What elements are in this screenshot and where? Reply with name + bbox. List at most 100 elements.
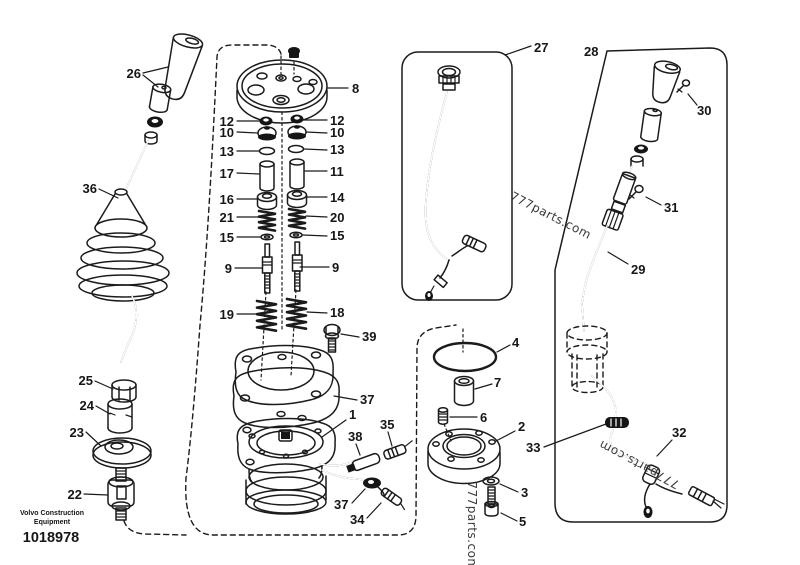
- adapter-sleeve: [107, 398, 133, 434]
- rubber-bellows: [76, 188, 170, 302]
- part-label-4: 4: [512, 335, 520, 350]
- part-label-3: 3: [521, 485, 528, 500]
- part-label-37-lower: 37: [334, 497, 348, 512]
- connector-trace: [123, 520, 187, 536]
- leader-lines-center-left: [234, 120, 263, 315]
- part-label-31: 31: [664, 200, 678, 215]
- lock-nut: [111, 379, 137, 403]
- part-label-34: 34: [350, 512, 365, 527]
- handle-sleeve: [148, 83, 172, 113]
- lower-flange-plate-37: [232, 366, 340, 429]
- cable-assembly-27: [424, 65, 487, 301]
- company-name-line1: Volvo Construction: [20, 510, 84, 517]
- part-label-13-right: 13: [330, 142, 344, 157]
- cable-right: [591, 375, 725, 518]
- part-label-6: 6: [480, 410, 487, 425]
- part-label-18: 18: [330, 305, 344, 320]
- company-name-line2: Equipment: [34, 519, 71, 526]
- part-label-14: 14: [330, 190, 345, 205]
- part-label-24: 24: [80, 398, 95, 413]
- part-label-7: 7: [494, 375, 501, 390]
- watermark-right: 777parts.com: [596, 437, 681, 491]
- handle-knob: [164, 33, 204, 101]
- valve-parts-left-column: [255, 116, 278, 332]
- part-label-11: 11: [330, 164, 344, 179]
- part-label-17: 17: [220, 166, 234, 181]
- o-ring-4: [432, 341, 498, 373]
- screw-31: [628, 184, 644, 200]
- part-label-5: 5: [519, 514, 526, 529]
- top-cover-plate: [236, 47, 328, 124]
- detail-box-27: [401, 45, 532, 301]
- part-label-33: 33: [526, 440, 540, 455]
- handle-sleeve-right: [640, 107, 662, 143]
- mounting-flange-2: [427, 428, 501, 485]
- hidden-nut-cylinder: [566, 325, 608, 394]
- control-shaft-29: [581, 225, 608, 332]
- socket-bolt-5: [484, 486, 499, 517]
- assembled-joystick-left: [76, 33, 204, 536]
- part-label-9-right: 9: [332, 260, 339, 275]
- center-wiring-harness: [319, 440, 413, 511]
- boot-cup: [144, 131, 158, 145]
- leader-lines-bottom-center: [321, 395, 393, 519]
- mounting-parts-column: [427, 341, 501, 517]
- screw-30: [676, 79, 691, 93]
- handle-knob-right: [652, 60, 681, 104]
- part-label-2: 2: [518, 419, 525, 434]
- figure-number: 1018978: [23, 530, 79, 546]
- watermark-bottom: 777parts.com: [465, 481, 479, 565]
- boot-cup-right: [630, 155, 644, 167]
- part-label-28: 28: [584, 44, 598, 59]
- part-label-10-right: 10: [330, 125, 344, 140]
- axis-lines: [260, 55, 464, 381]
- bushing-7: [453, 375, 475, 407]
- part-label-25: 25: [79, 373, 93, 388]
- part-label-16: 16: [220, 192, 234, 207]
- part-label-12-right: 12: [330, 113, 344, 128]
- part-label-21: 21: [220, 210, 234, 225]
- part-label-37-upper: 37: [360, 392, 374, 407]
- servo-housing-body: [245, 463, 327, 515]
- detail-boundary-center: [185, 44, 457, 536]
- part-label-26: 26: [127, 66, 141, 81]
- part-label-10-left: 10: [220, 125, 234, 140]
- part-label-20: 20: [330, 210, 344, 225]
- part-label-19: 19: [220, 307, 234, 322]
- hex-bolt-39: [323, 323, 341, 353]
- leader-lines-middle: [449, 344, 607, 522]
- part-label-32: 32: [672, 425, 686, 440]
- universal-joint: [107, 467, 135, 521]
- part-label-22: 22: [68, 487, 82, 502]
- part-label-9-left: 9: [225, 261, 232, 276]
- part-label-35: 35: [380, 417, 394, 432]
- upper-shaft-right: [601, 165, 637, 231]
- part-label-38: 38: [348, 429, 362, 444]
- upper-flange-plate-37: [234, 344, 334, 406]
- part-label-29: 29: [631, 262, 645, 277]
- part-label-1: 1: [349, 407, 356, 422]
- washer-3: [482, 476, 500, 486]
- part-label-12-left: 12: [220, 114, 234, 129]
- disc-washer: [92, 437, 152, 469]
- valve-parts-right-column: [285, 114, 308, 330]
- cable-clamp-33: [605, 417, 629, 428]
- part-label-23: 23: [70, 425, 84, 440]
- leader-lines-center-right: [299, 87, 360, 338]
- pin-6: [437, 407, 449, 425]
- part-label-30: 30: [697, 103, 711, 118]
- part-label-27: 27: [534, 40, 548, 55]
- watermark-top: 777parts.com: [508, 189, 594, 242]
- leader-lines-left: [83, 66, 169, 496]
- detail-box-28: [554, 47, 728, 523]
- housing-top-plate-1: [236, 417, 336, 474]
- title-block: Volvo Construction Equipment 1018978: [20, 510, 84, 546]
- part-label-15-left: 15: [220, 230, 234, 245]
- part-label-8: 8: [352, 81, 359, 96]
- part-label-36: 36: [83, 181, 97, 196]
- leader-lines-right: [607, 93, 698, 457]
- part-label-39: 39: [362, 329, 376, 344]
- part-label-13-left: 13: [220, 144, 234, 159]
